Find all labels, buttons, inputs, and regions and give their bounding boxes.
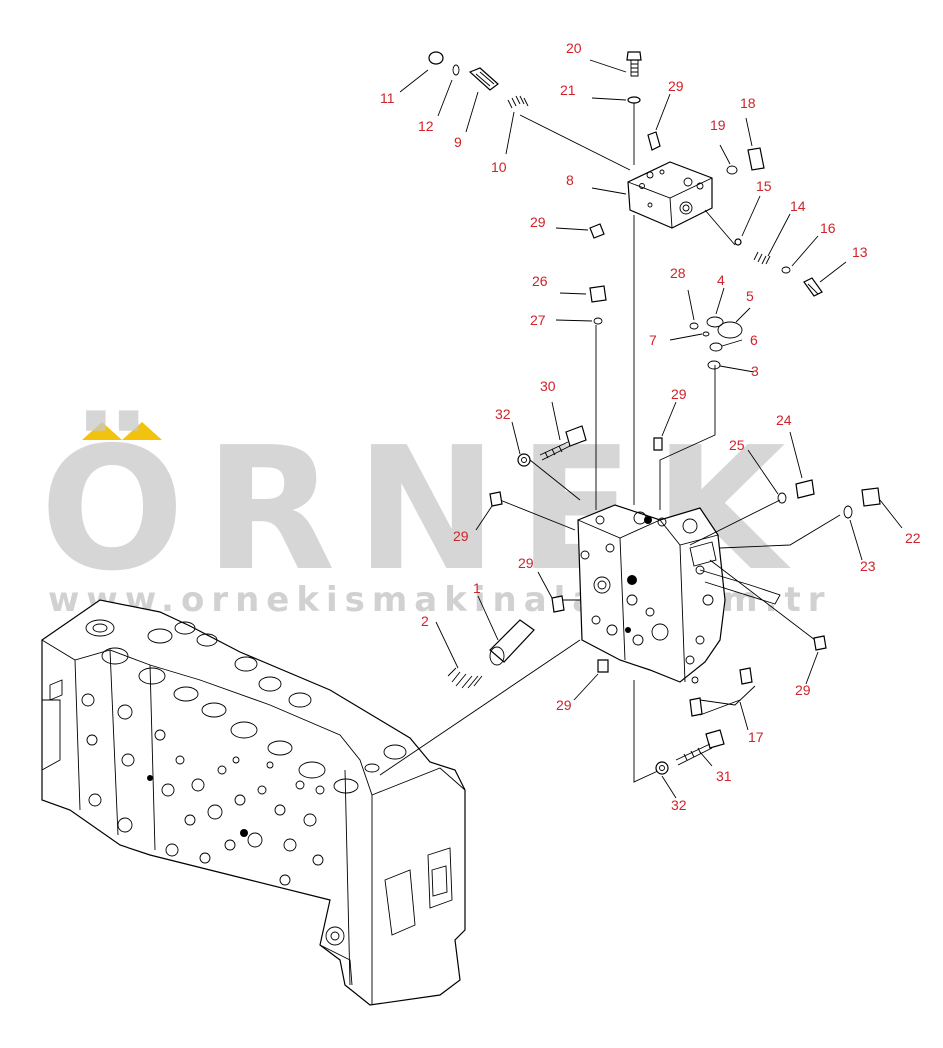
callout-12: 12 bbox=[418, 118, 434, 134]
callout-8: 8 bbox=[566, 172, 574, 188]
callout-9: 9 bbox=[454, 134, 462, 150]
callout-14: 14 bbox=[790, 198, 806, 214]
callout-30: 30 bbox=[540, 378, 556, 394]
callout-6: 6 bbox=[750, 332, 758, 348]
callout-7: 7 bbox=[649, 332, 657, 348]
callout-17: 17 bbox=[748, 729, 764, 745]
callout-29-left: 29 bbox=[453, 528, 469, 544]
callout-2: 2 bbox=[421, 613, 429, 629]
callout-20: 20 bbox=[566, 40, 582, 56]
small-parts bbox=[428, 51, 881, 775]
callout-15: 15 bbox=[756, 178, 772, 194]
callout-22: 22 bbox=[905, 530, 921, 546]
callout-31: 31 bbox=[716, 768, 732, 784]
callout-16: 16 bbox=[820, 220, 836, 236]
callout-leaders bbox=[399, 59, 903, 799]
callout-10: 10 bbox=[491, 159, 507, 175]
callout-26: 26 bbox=[532, 273, 548, 289]
section-block bbox=[577, 504, 781, 684]
callout-5: 5 bbox=[746, 288, 754, 304]
callout-18: 18 bbox=[740, 95, 756, 111]
watermark-dot-right bbox=[122, 422, 162, 440]
callout-23: 23 bbox=[860, 558, 876, 574]
callout-29-mid: 29 bbox=[518, 555, 534, 571]
callout-29-upper-left: 29 bbox=[530, 214, 546, 230]
assembly-lines bbox=[379, 100, 841, 783]
callout-32-lower: 32 bbox=[671, 797, 687, 813]
callout-29-center: 29 bbox=[671, 386, 687, 402]
callout-11: 11 bbox=[380, 90, 395, 106]
callout-29: 29 bbox=[668, 78, 684, 94]
callout-19: 19 bbox=[710, 117, 726, 133]
main-valve-body bbox=[41, 599, 466, 1006]
callout-29-bottom: 29 bbox=[556, 697, 572, 713]
callout-4: 4 bbox=[717, 272, 725, 288]
callout-29-right: 29 bbox=[795, 682, 811, 698]
callout-1: 1 bbox=[473, 580, 481, 596]
callout-3: 3 bbox=[751, 363, 759, 379]
callout-24: 24 bbox=[776, 412, 792, 428]
callout-25: 25 bbox=[729, 437, 745, 453]
upper-block bbox=[627, 161, 713, 229]
callout-32-upper: 32 bbox=[495, 406, 511, 422]
watermark-dot-left bbox=[82, 422, 122, 440]
callout-28: 28 bbox=[670, 265, 686, 281]
callout-27: 27 bbox=[530, 312, 546, 328]
callout-21: 21 bbox=[560, 82, 576, 98]
callout-13: 13 bbox=[852, 244, 868, 260]
